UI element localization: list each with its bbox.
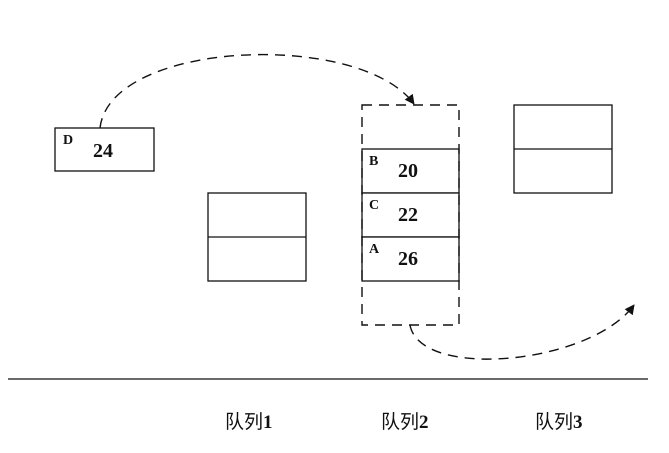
queue3-label-num: 3 [573, 412, 583, 433]
incoming-value: 24 [93, 140, 113, 162]
queue2-label-name: 队列 [381, 411, 419, 433]
incoming-box [54, 127, 155, 172]
insert-arrow [99, 53, 415, 129]
queue2-slot-2-letter: C [369, 198, 379, 213]
queue2-label-num: 2 [419, 412, 429, 433]
queue1-label-name: 队列 [225, 411, 263, 433]
queue2-slot-3-letter: A [369, 242, 380, 257]
queue1-label: 队列1 [225, 411, 273, 433]
queue1-label-num: 1 [263, 412, 273, 433]
queue2-label: 队列2 [381, 411, 429, 433]
queue3-stack [513, 104, 613, 194]
queue2-slot-1-letter: B [369, 154, 378, 169]
queue1-stack [207, 192, 307, 282]
incoming-letter: D [63, 133, 73, 148]
queue3-label-name: 队列 [535, 411, 573, 433]
queue2-slot-2-value: 22 [398, 204, 418, 226]
queue3-label: 队列3 [535, 411, 583, 433]
dequeue-arrow [409, 304, 635, 360]
incoming-element: D 24 [54, 127, 155, 172]
queue2-stack: B 20 C 22 A 26 [361, 104, 460, 326]
queue2-slot-1-value: 20 [398, 160, 418, 182]
queue2-slot-3-value: 26 [398, 248, 418, 270]
